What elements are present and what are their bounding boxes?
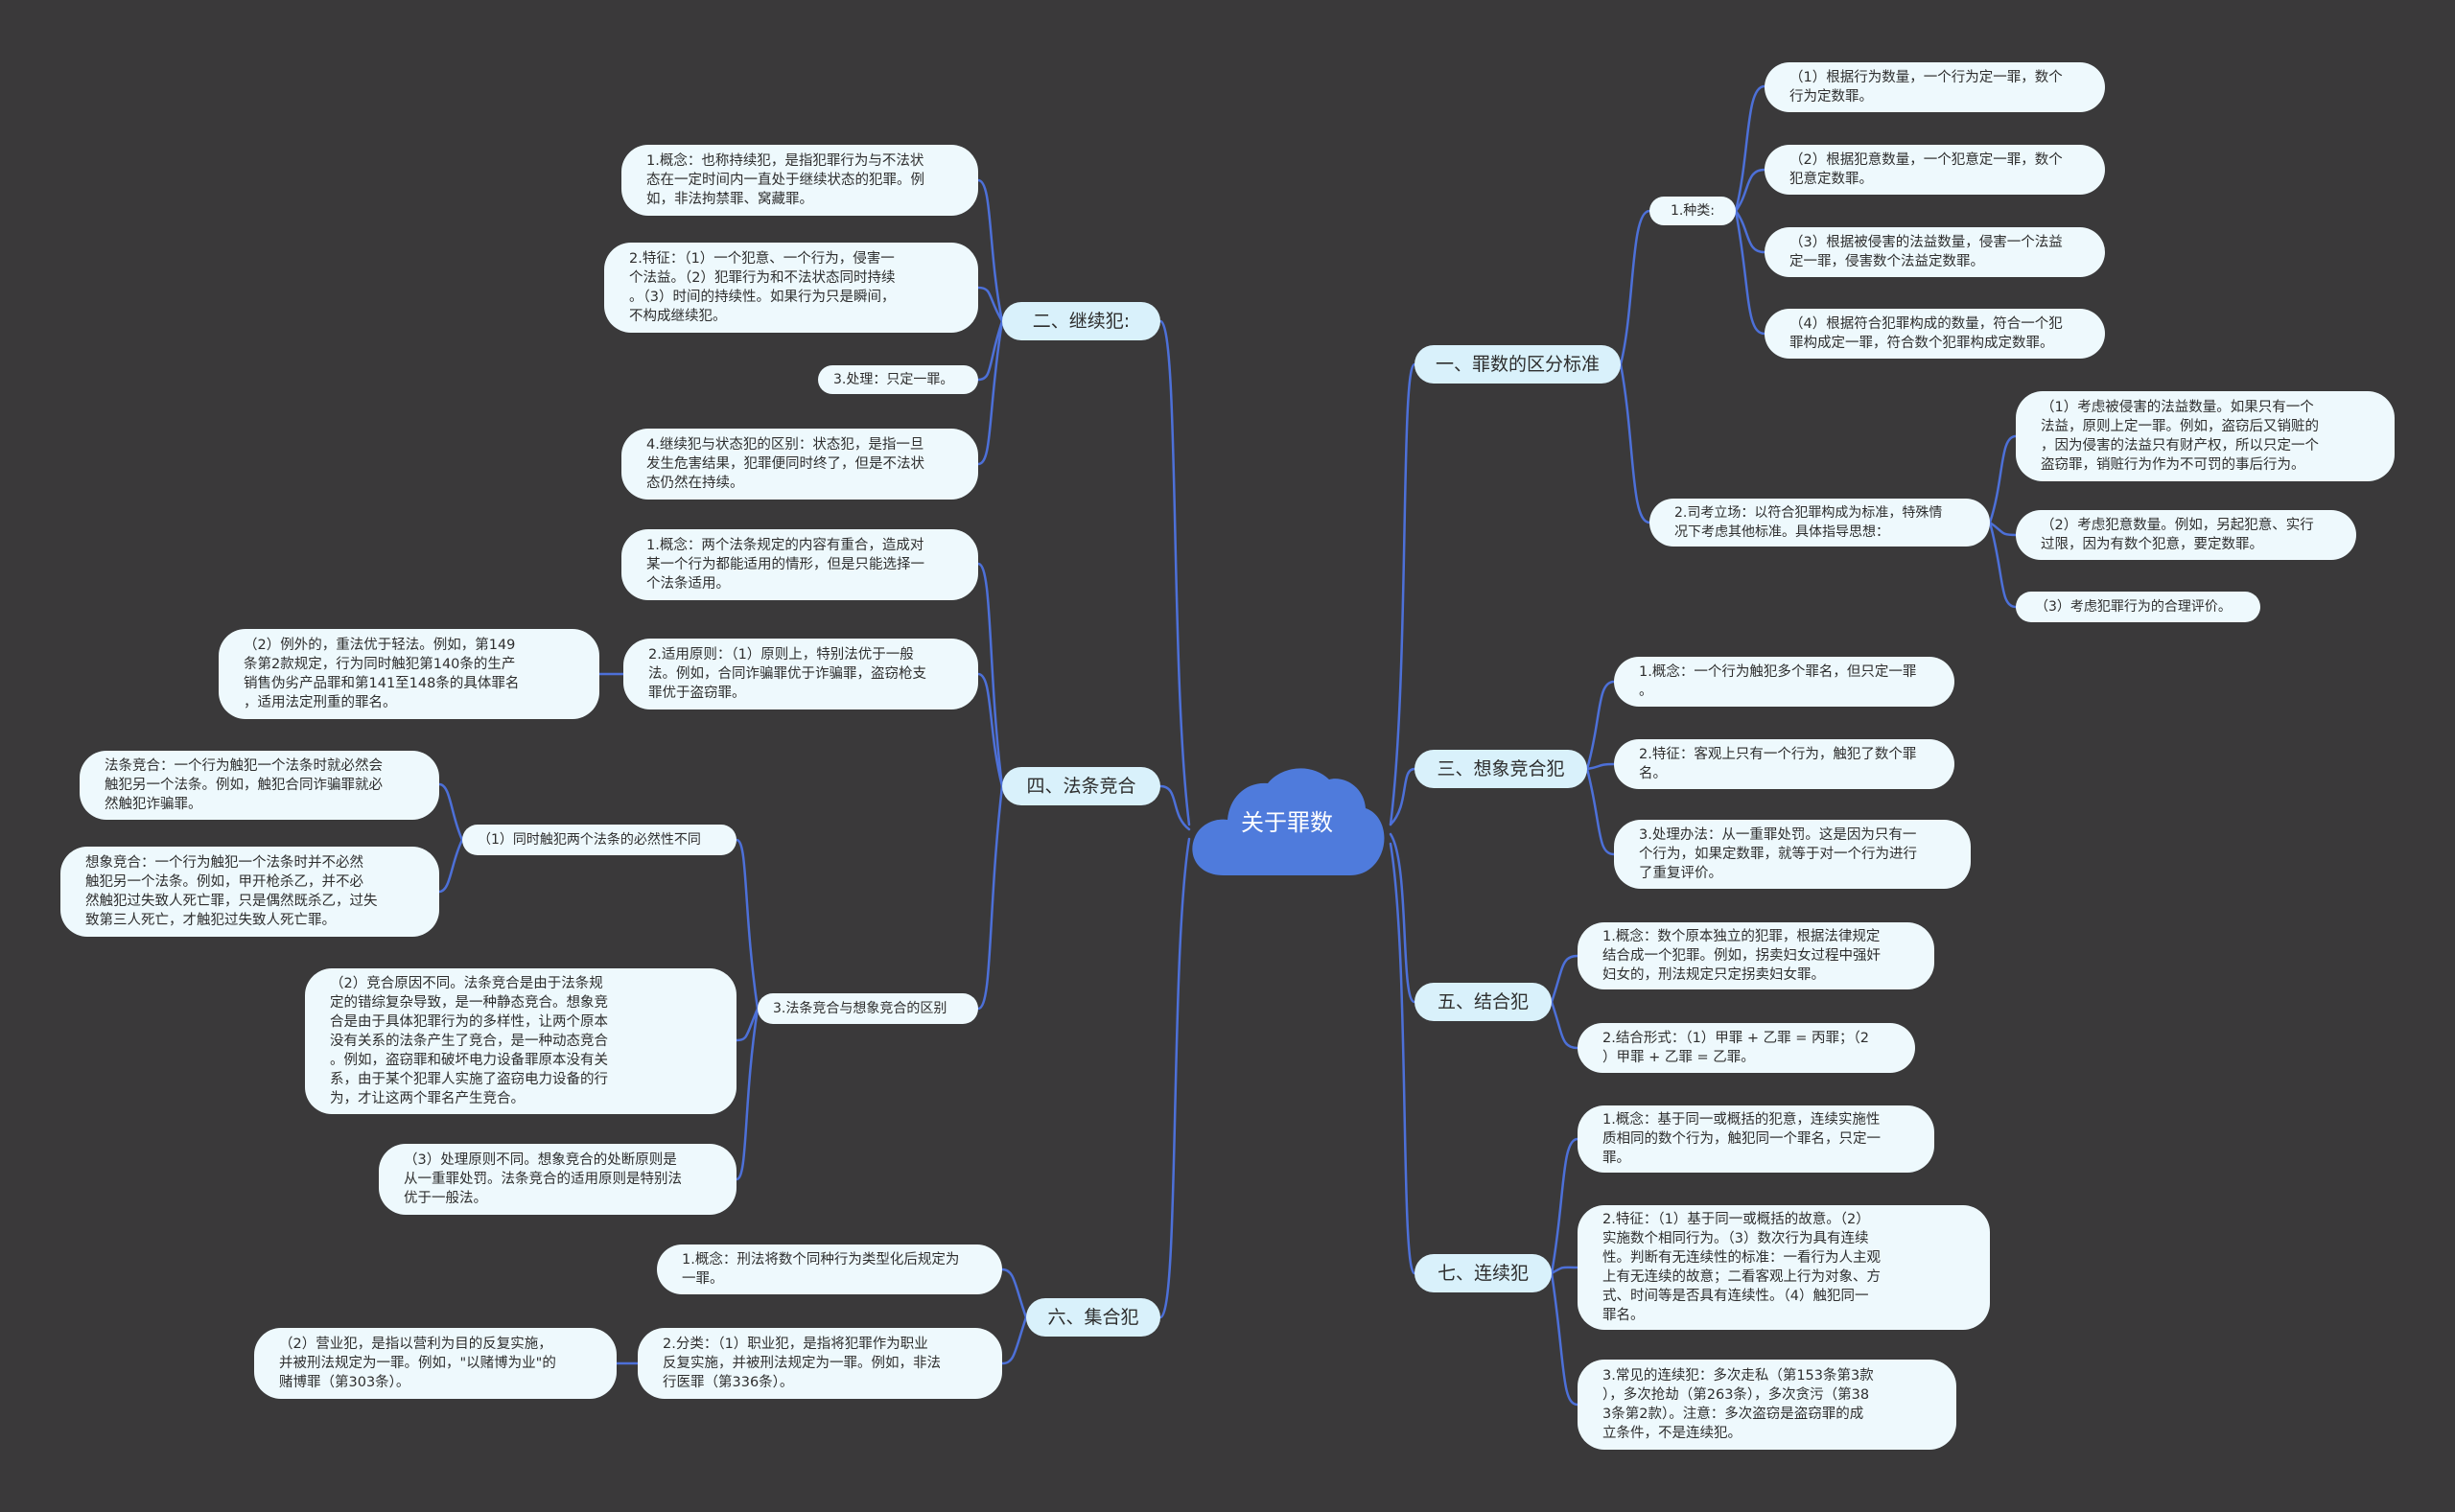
b5-item-1[interactable]: 1.概念：数个原本独立的犯罪，根据法律规定 结合成一个犯罪。例如，拐卖妇女过程中… bbox=[1578, 922, 1934, 989]
b2-item-2[interactable]: 2.特征：（1）一个犯意、一个行为，侵害一 个法益。（2）犯罪行为和不法状态同时… bbox=[604, 243, 978, 333]
link-b6-fenlei bbox=[1000, 1315, 1028, 1365]
branch-b2[interactable]: 二、继续犯: bbox=[1002, 302, 1160, 340]
link-b4-gainian bbox=[976, 562, 1004, 788]
b6-gainian[interactable]: 1.概念：刑法将数个同种行为类型化后规定为 一罪。 bbox=[657, 1244, 1002, 1294]
link-b3-2 bbox=[1585, 762, 1616, 771]
b6-yingye[interactable]: （2）营业犯，是指以营利为目的反复实施， 并被刑法规定为一罪。例如，"以赌博为业… bbox=[254, 1328, 617, 1399]
link-b3-1 bbox=[1585, 680, 1616, 771]
branch-b7[interactable]: 七、连续犯 bbox=[1415, 1254, 1552, 1292]
link-qubie-tongshi bbox=[735, 838, 760, 1011]
b6-fenlei[interactable]: 2.分类：（1）职业犯，是指将犯罪作为职业 反复实施，并被刑法规定为一罪。例如，… bbox=[638, 1328, 1002, 1399]
link-tongshi-fatiao bbox=[437, 782, 464, 842]
link-qubie-yuanyin bbox=[735, 1007, 760, 1042]
b4-chuli[interactable]: （3）处理原则不同。想象竞合的处断原则是 从一重罪处罚。法条竞合的适用原则是特别… bbox=[379, 1144, 736, 1215]
link-zhonglei-1 bbox=[1734, 84, 1766, 213]
b1-item-3[interactable]: （3）根据被侵害的法益数量，侵害一个法益 定一罪，侵害数个法益定数罪。 bbox=[1765, 227, 2105, 277]
link-b2-4 bbox=[976, 319, 1004, 466]
link-qubie-chuli bbox=[735, 1007, 760, 1181]
link-b2-1 bbox=[976, 178, 1004, 323]
b3-item-3[interactable]: 3.处理办法：从一重罪处罚。这是因为只有一 个行为，如果定数罪，就等于对一个行为… bbox=[1614, 820, 1971, 889]
b7-item-3[interactable]: 3.常见的连续犯：多次走私（第153条第3款 ），多次抢劫（第263条），多次贪… bbox=[1578, 1360, 1956, 1450]
link-b4-shiyong bbox=[976, 672, 1004, 788]
b4-fatiao-jh[interactable]: 法条竞合：一个行为触犯一个法条时就必然会 触犯另一个法条。例如，触犯合同诈骗罪就… bbox=[80, 751, 439, 820]
branch-b1[interactable]: 一、罪数的区分标准 bbox=[1415, 345, 1621, 384]
b1-sikao-item-1[interactable]: （1）考虑被侵害的法益数量。如果只有一个 法益，原则上定一罪。例如，盗窃后又销赃… bbox=[2016, 391, 2395, 481]
b5-item-2[interactable]: 2.结合形式：（1）甲罪 + 乙罪 = 丙罪；（2 ）甲罪 + 乙罪 = 乙罪。 bbox=[1578, 1023, 1915, 1073]
root-node[interactable]: 关于罪数 bbox=[1187, 762, 1387, 877]
b7-item-1[interactable]: 1.概念：基于同一或概括的犯意，连续实施性 质相同的数个行为，触犯同一个罪名，只… bbox=[1578, 1105, 1934, 1173]
branch-b4[interactable]: 四、法条竞合 bbox=[1002, 767, 1160, 805]
link-sikao-3 bbox=[1988, 521, 2018, 609]
link-b1-zhonglei bbox=[1619, 209, 1651, 366]
b3-item-2[interactable]: 2.特征：客观上只有一个行为，触犯了数个罪 名。 bbox=[1614, 739, 1954, 789]
link-root-b7 bbox=[1389, 842, 1416, 1275]
b4-tongshi[interactable]: （1）同时触犯两个法条的必然性不同 bbox=[462, 825, 736, 855]
b2-item-3[interactable]: 3.处理：只定一罪。 bbox=[818, 365, 978, 394]
b1-sikao[interactable]: 2.司考立场：以符合犯罪构成为标准，特殊情 况下考虑其他标准。具体指导思想： bbox=[1649, 499, 1990, 547]
b7-item-2[interactable]: 2.特征：（1）基于同一或概括的故意。（2） 实施数个相同行为。（3）数次行为具… bbox=[1578, 1205, 1990, 1330]
link-b6-gainian bbox=[1000, 1268, 1028, 1319]
b2-item-4[interactable]: 4.继续犯与状态犯的区别：状态犯，是指一旦 发生危害结果，犯罪便同时终了，但是不… bbox=[621, 429, 978, 500]
link-b2-2 bbox=[976, 286, 1004, 323]
branch-b5[interactable]: 五、结合犯 bbox=[1415, 983, 1552, 1021]
branch-b6[interactable]: 六、集合犯 bbox=[1026, 1298, 1160, 1337]
b4-shiyong[interactable]: 2.适用原则：（1）原则上，特别法优于一般 法。例如，合同诈骗罪优于诈骗罪，盗窃… bbox=[623, 639, 978, 709]
root-label: 关于罪数 bbox=[1241, 808, 1333, 836]
b1-zhonglei[interactable]: 1.种类: bbox=[1649, 197, 1736, 225]
b1-sikao-item-3[interactable]: （3）考虑犯罪行为的合理评价。 bbox=[2016, 592, 2260, 622]
link-root-b5 bbox=[1389, 832, 1416, 1004]
b1-item-4[interactable]: （4）根据符合犯罪构成的数量，符合一个犯 罪构成定一罪，符合数个犯罪构成定数罪。 bbox=[1765, 309, 2105, 359]
b4-liwai[interactable]: （2）例外的，重法优于轻法。例如，第149 条第2款规定，行为同时触犯第140条… bbox=[219, 629, 599, 719]
link-b3-3 bbox=[1585, 767, 1616, 856]
link-root-b2 bbox=[1158, 319, 1191, 826]
link-root-b1 bbox=[1389, 362, 1416, 826]
branch-b3[interactable]: 三、想象竞合犯 bbox=[1415, 750, 1587, 788]
link-zhonglei-2 bbox=[1734, 168, 1766, 213]
b4-yuanyin[interactable]: （2）竞合原因不同。法条竞合是由于法条规 定的错综复杂导致，是一种静态竞合。想象… bbox=[305, 968, 736, 1114]
b2-item-1[interactable]: 1.概念：也称持续犯，是指犯罪行为与不法状 态在一定时间内一直处于继续状态的犯罪… bbox=[621, 145, 978, 216]
b1-sikao-item-2[interactable]: （2）考虑犯意数量。例如，另起犯意、实行 过限，因为有数个犯意，要定数罪。 bbox=[2016, 510, 2356, 560]
link-b7-2 bbox=[1550, 1266, 1579, 1275]
b3-item-1[interactable]: 1.概念：一个行为触犯多个罪名，但只定一罪 。 bbox=[1614, 657, 1954, 707]
link-zhonglei-4 bbox=[1734, 209, 1766, 336]
link-root-b4 bbox=[1158, 784, 1191, 831]
b1-item-2[interactable]: （2）根据犯意数量，一个犯意定一罪，数个 犯意定数罪。 bbox=[1765, 145, 2105, 195]
b4-qubie[interactable]: 3.法条竞合与想象竞合的区别 bbox=[758, 993, 978, 1024]
link-b5-2 bbox=[1550, 1000, 1579, 1050]
cloud-icon bbox=[1192, 768, 1385, 875]
link-sikao-1 bbox=[1988, 434, 2018, 524]
b1-item-1[interactable]: （1）根据行为数量，一个行为定一罪，数个 行为定数罪。 bbox=[1765, 62, 2105, 112]
link-b2-3 bbox=[976, 319, 1004, 382]
link-zhonglei-3 bbox=[1734, 209, 1766, 254]
b4-xiangxiang-jh[interactable]: 想象竞合：一个行为触犯一个法条时并不必然 触犯另一个法条。例如，甲开枪杀乙，并不… bbox=[60, 847, 439, 937]
link-b7-1 bbox=[1550, 1137, 1579, 1275]
b4-gainian[interactable]: 1.概念：两个法条规定的内容有重合，造成对 某一个行为都能适用的情形，但是只能选… bbox=[621, 529, 978, 600]
link-b1-sikao bbox=[1619, 362, 1651, 524]
link-b7-3 bbox=[1550, 1271, 1579, 1407]
link-root-b6 bbox=[1158, 837, 1191, 1319]
link-tongshi-xiangxiang bbox=[437, 838, 464, 894]
link-b4-qubie bbox=[976, 784, 1004, 1011]
link-root-b3 bbox=[1389, 767, 1416, 826]
link-b5-1 bbox=[1550, 954, 1579, 1004]
link-sikao-2 bbox=[1988, 521, 2018, 537]
